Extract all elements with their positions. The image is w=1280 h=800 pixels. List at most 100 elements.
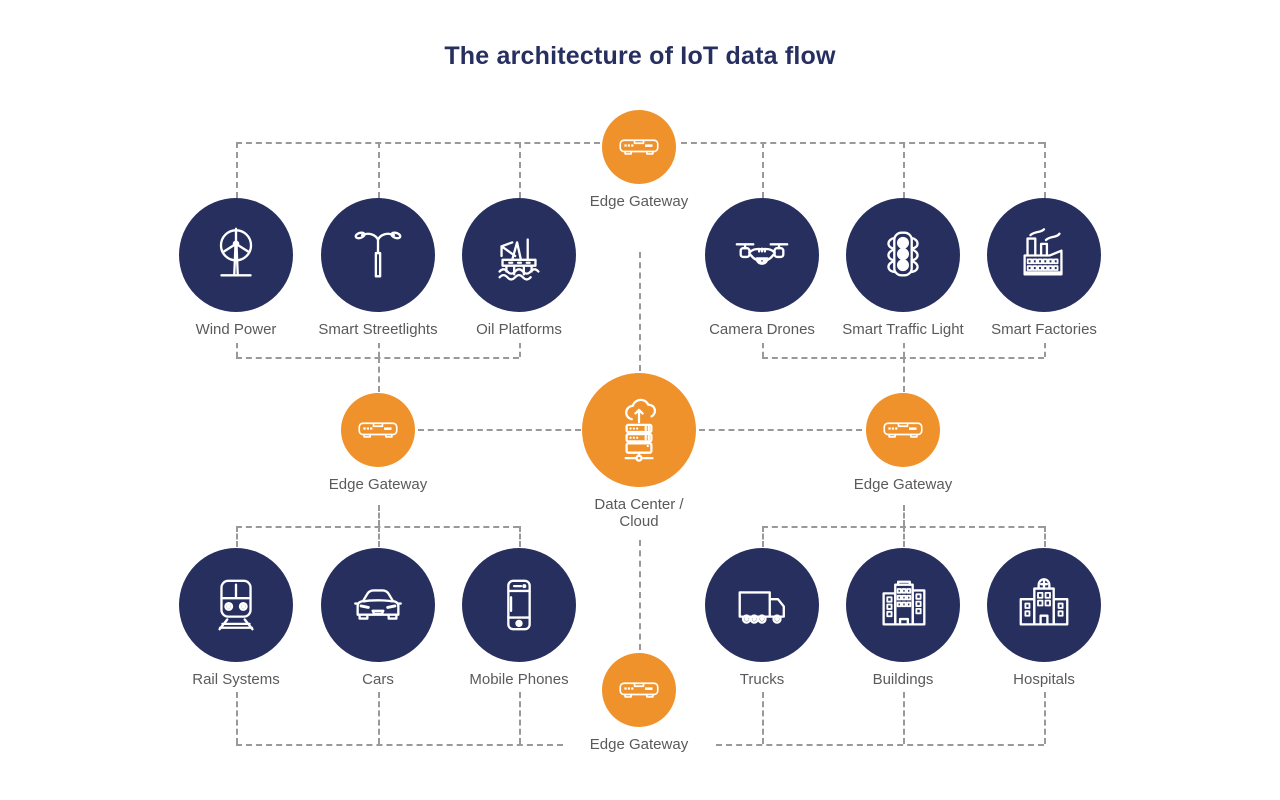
device-top-right-1: Smart Traffic Light <box>813 198 993 338</box>
device-bottom-right-2: Hospitals <box>954 548 1134 688</box>
gateway-router-icon <box>619 682 659 698</box>
connector-line <box>716 744 1044 746</box>
connector-line <box>1044 692 1046 744</box>
edge-gateway-right: Edge Gateway <box>813 393 993 493</box>
factory-icon <box>1023 228 1063 276</box>
mobile-phone-icon <box>507 579 531 631</box>
device-bottom-left-2-circle <box>462 548 576 662</box>
connector-line <box>903 142 905 198</box>
connector-line <box>762 692 764 744</box>
device-top-right-2: Smart Factories <box>954 198 1134 338</box>
connector-line <box>1044 526 1046 547</box>
connector-line <box>903 505 905 526</box>
device-top-right-1-label: Smart Traffic Light <box>842 321 964 338</box>
truck-icon <box>738 591 785 624</box>
device-bottom-left-2-label: Mobile Phones <box>469 671 569 688</box>
connector-line <box>903 526 905 547</box>
oil-platform-icon <box>498 238 540 281</box>
device-bottom-left-0-circle <box>179 548 293 662</box>
edge-gateway-top-label: Edge Gateway <box>589 193 689 210</box>
connector-line <box>236 744 563 746</box>
edge-gateway-left-circle <box>341 393 415 467</box>
device-bottom-right-1-label: Buildings <box>872 671 934 688</box>
device-top-right-2-label: Smart Factories <box>991 321 1097 338</box>
connector-line <box>418 429 581 431</box>
connector-line <box>762 142 764 198</box>
connector-line <box>236 526 519 528</box>
device-bottom-right-0-label: Trucks <box>739 671 785 688</box>
data-center-cloud: Data Center / Cloud <box>549 373 729 530</box>
buildings-icon <box>882 580 926 626</box>
datacenter-cloud-icon <box>624 398 656 462</box>
traffic-light-icon <box>887 231 919 277</box>
device-bottom-right-2-circle <box>987 548 1101 662</box>
connector-line <box>378 142 380 198</box>
gateway-router-icon <box>358 422 398 438</box>
data-center-cloud-circle <box>582 373 696 487</box>
device-bottom-left-1: Cars <box>288 548 468 688</box>
edge-gateway-right-label: Edge Gateway <box>853 476 953 493</box>
connector-line <box>519 343 521 357</box>
device-bottom-left-1-circle <box>321 548 435 662</box>
device-top-left-2-circle <box>462 198 576 312</box>
connector-line <box>236 142 600 144</box>
edge-gateway-top: Edge Gateway <box>549 110 729 210</box>
device-top-left-0: Wind Power <box>146 198 326 338</box>
connector-line <box>236 357 519 359</box>
connector-line <box>1044 142 1046 198</box>
connector-line <box>519 142 521 198</box>
diagram-title: The architecture of IoT data flow <box>444 42 836 70</box>
device-top-left-2: Oil Platforms <box>429 198 609 338</box>
edge-gateway-right-circle <box>866 393 940 467</box>
device-bottom-left-2: Mobile Phones <box>429 548 609 688</box>
device-top-left-1-label: Smart Streetlights <box>318 321 438 338</box>
device-bottom-left-0: Rail Systems <box>146 548 326 688</box>
device-top-right-1-circle <box>846 198 960 312</box>
device-bottom-right-0-circle <box>705 548 819 662</box>
connector-line <box>378 526 380 547</box>
device-top-left-1: Smart Streetlights <box>288 198 468 338</box>
connector-line <box>519 526 521 547</box>
drone-icon <box>735 243 789 265</box>
gateway-router-icon <box>883 422 923 438</box>
gateway-router-icon <box>619 139 659 155</box>
connector-line <box>378 692 380 744</box>
connector-line <box>378 505 380 526</box>
connector-line <box>639 252 641 371</box>
connector-line <box>903 692 905 744</box>
connector-line <box>699 429 862 431</box>
train-icon <box>218 579 254 631</box>
device-top-left-2-label: Oil Platforms <box>476 321 562 338</box>
edge-gateway-bottom: Edge Gateway <box>549 653 729 753</box>
connector-line <box>236 526 238 547</box>
connector-line <box>903 343 905 357</box>
connector-line <box>681 142 1044 144</box>
device-top-right-0-label: Camera Drones <box>709 321 815 338</box>
car-icon <box>354 589 402 620</box>
connector-line <box>378 343 380 357</box>
edge-gateway-bottom-label: Edge Gateway <box>589 736 689 753</box>
device-top-right-0: Camera Drones <box>672 198 852 338</box>
device-bottom-right-1: Buildings <box>813 548 993 688</box>
device-top-right-2-circle <box>987 198 1101 312</box>
connector-line <box>378 357 380 392</box>
hospital-icon <box>1019 578 1069 626</box>
connector-line <box>903 357 905 392</box>
device-top-right-0-circle <box>705 198 819 312</box>
data-center-cloud-label: Data Center / Cloud <box>594 496 684 530</box>
device-bottom-left-1-label: Cars <box>362 671 394 688</box>
device-bottom-right-2-label: Hospitals <box>1013 671 1075 688</box>
connector-line <box>762 343 764 357</box>
streetlight-icon <box>354 231 402 278</box>
connector-line <box>519 692 521 744</box>
device-bottom-right-0: Trucks <box>672 548 852 688</box>
connector-line <box>236 142 238 198</box>
edge-gateway-bottom-circle <box>602 653 676 727</box>
edge-gateway-left: Edge Gateway <box>288 393 468 493</box>
edge-gateway-left-label: Edge Gateway <box>328 476 428 493</box>
device-top-left-1-circle <box>321 198 435 312</box>
wind-turbine-icon <box>219 227 253 277</box>
device-bottom-left-0-label: Rail Systems <box>192 671 280 688</box>
device-bottom-right-1-circle <box>846 548 960 662</box>
